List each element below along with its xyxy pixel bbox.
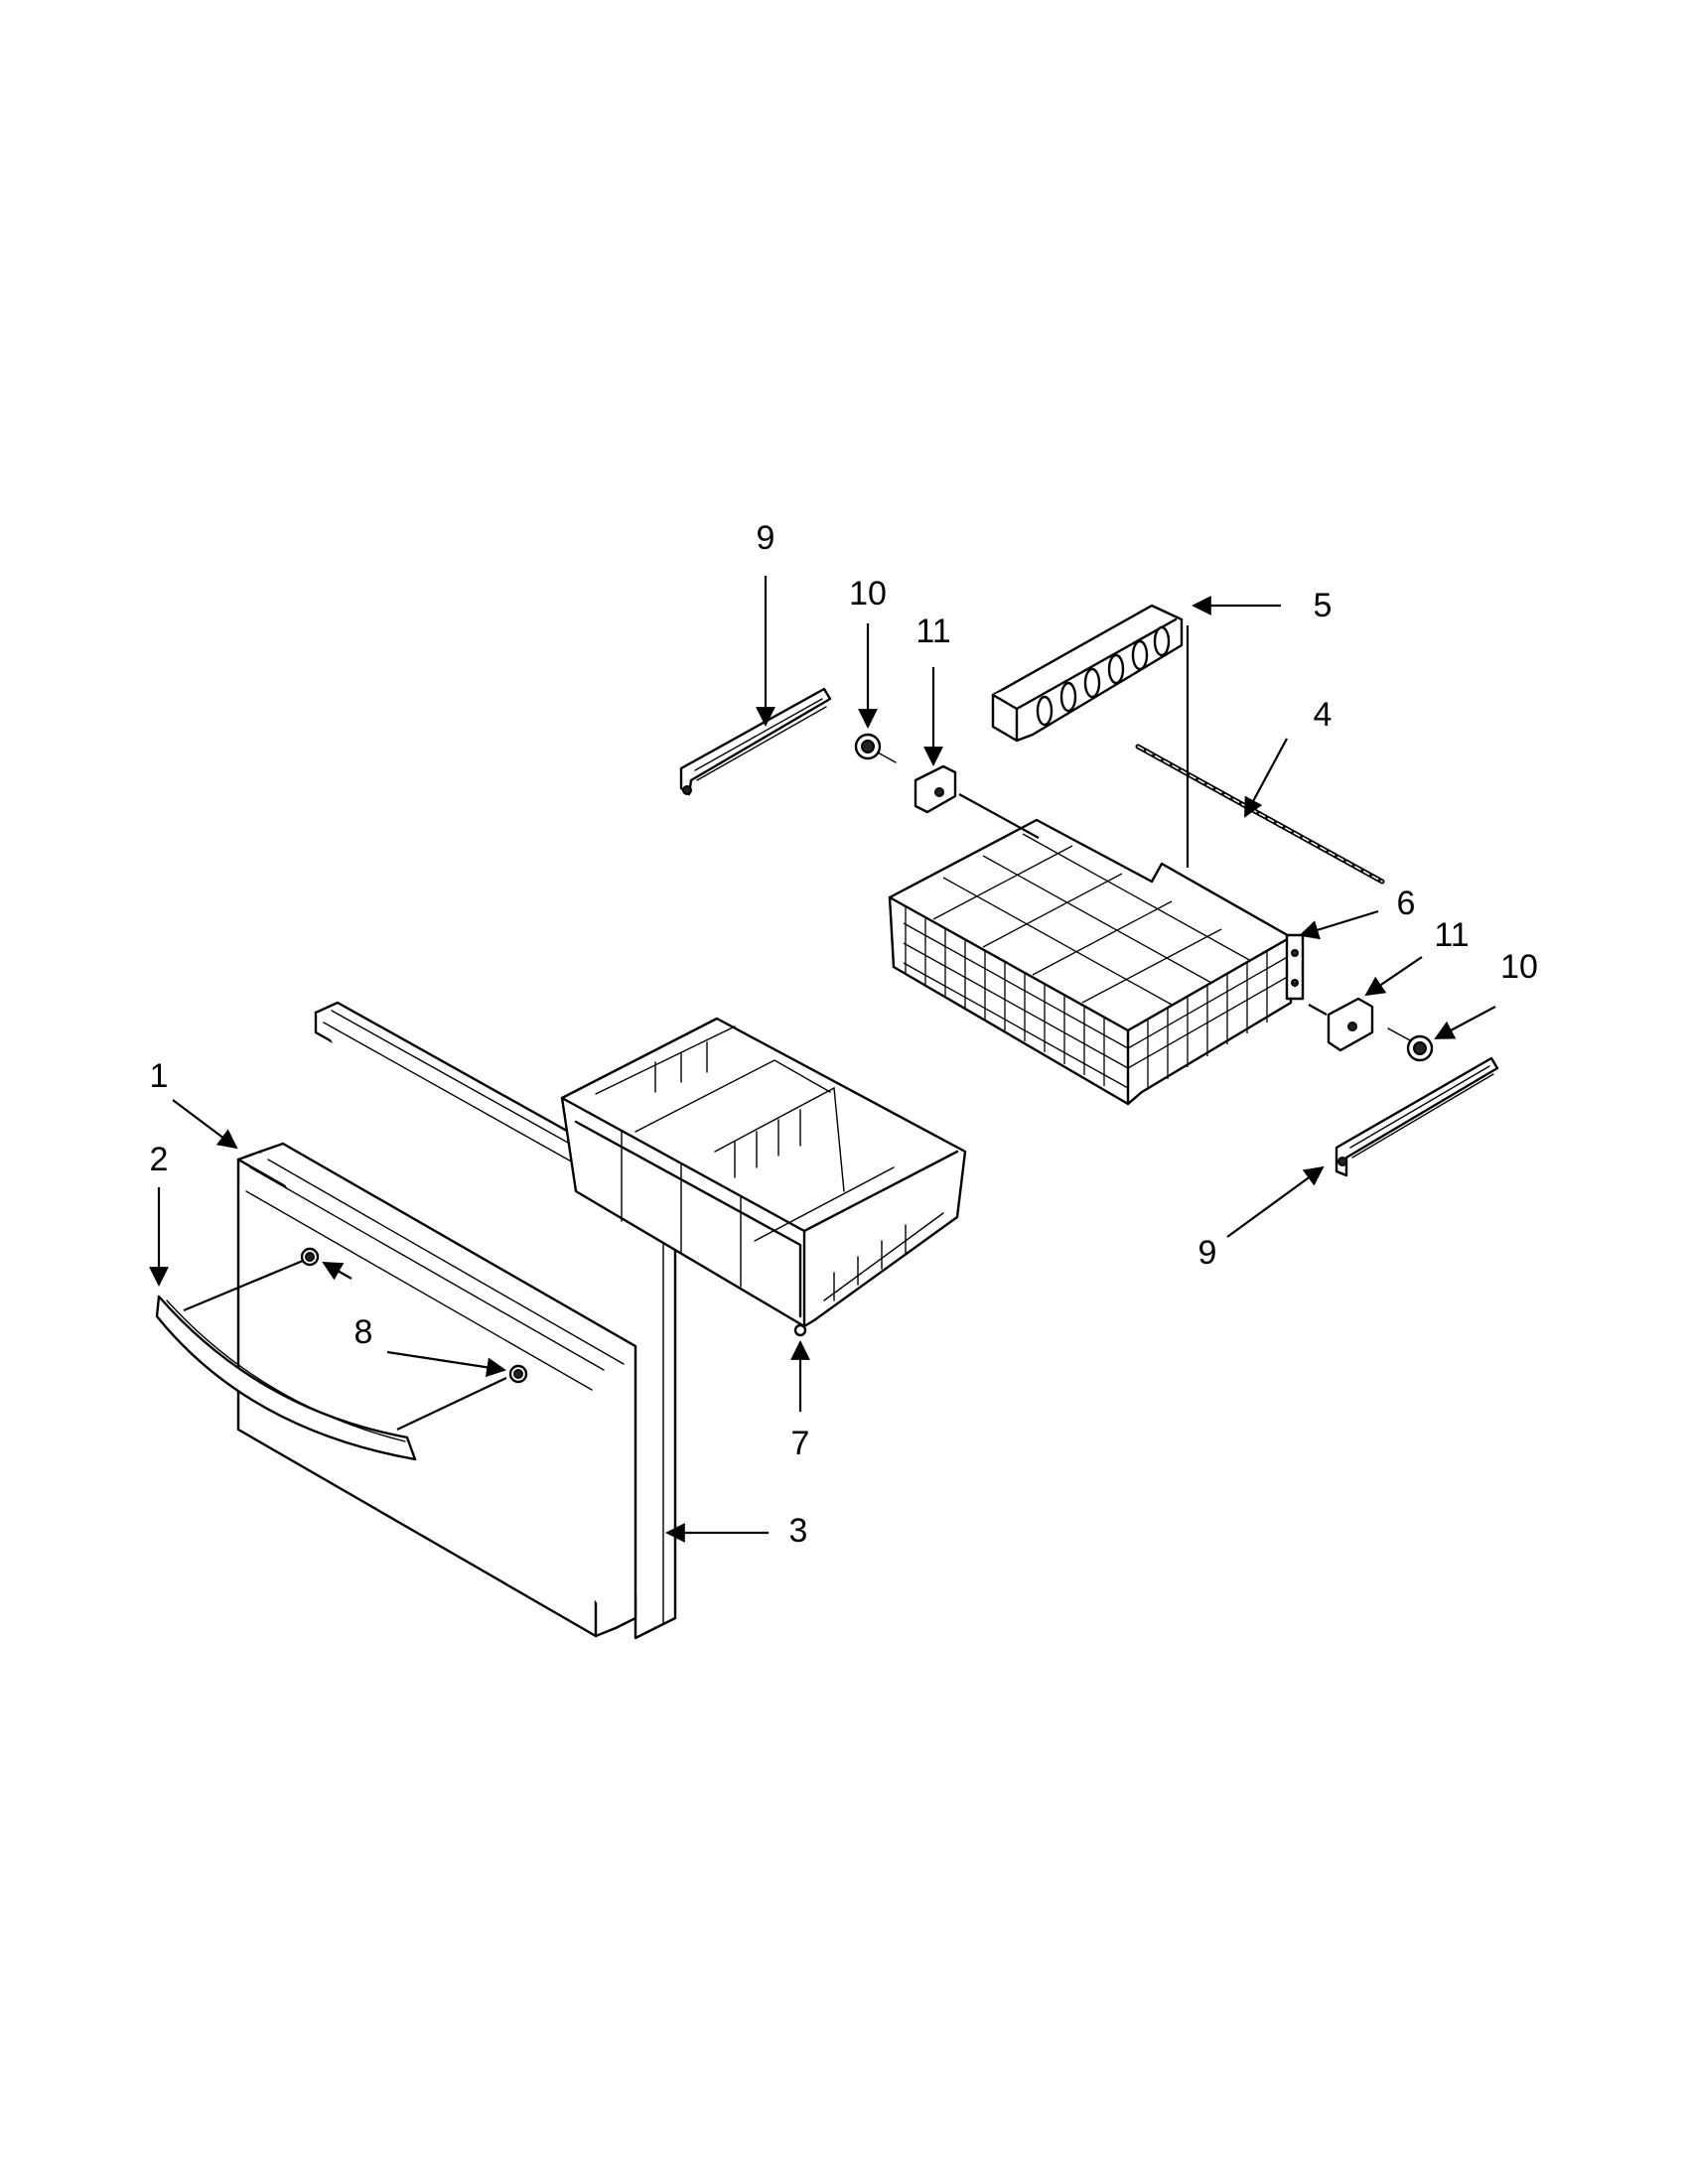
handle-screws	[300, 1247, 528, 1384]
lower-freezer-bin	[560, 1017, 967, 1337]
callout-1: 1	[150, 1057, 169, 1095]
slide-rail-right	[1335, 1056, 1499, 1177]
callout-11-upper: 11	[915, 613, 950, 650]
callout-10-upper: 10	[849, 575, 887, 613]
callout-7: 7	[791, 1425, 810, 1462]
roller-upper	[854, 733, 897, 763]
roller-bracket-upper	[914, 764, 1040, 839]
divider-rod	[1135, 744, 1385, 885]
callout-3: 3	[789, 1512, 808, 1550]
callout-6: 6	[1397, 885, 1416, 922]
callout-leaders	[149, 576, 1496, 1543]
callout-4: 4	[1314, 696, 1333, 734]
callout-labels: 1 2 3 4 5 6 7 8 9 9 10 10 11 11	[150, 519, 1538, 1550]
door-handle	[155, 1259, 507, 1461]
callout-11-lower: 11	[1434, 916, 1469, 954]
roller-lower	[1387, 1027, 1434, 1062]
callout-9-upper: 9	[757, 519, 775, 557]
callout-8: 8	[354, 1313, 373, 1351]
callout-9-lower: 9	[1198, 1234, 1217, 1272]
callout-10-lower: 10	[1500, 948, 1538, 986]
basket-divider	[991, 604, 1190, 868]
callout-5: 5	[1314, 587, 1333, 624]
roller-bracket-lower	[1308, 997, 1374, 1052]
wire-basket	[888, 818, 1305, 1106]
callout-2: 2	[150, 1141, 169, 1178]
slide-rail-left	[679, 687, 832, 796]
